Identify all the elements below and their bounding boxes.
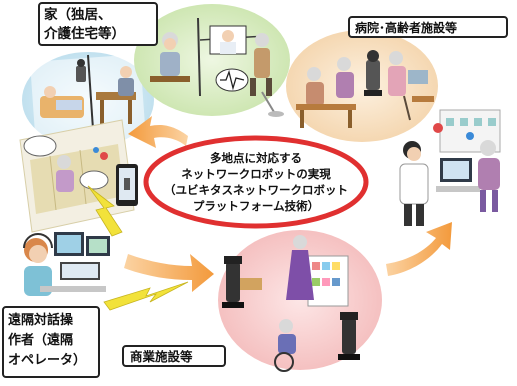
commerce-scene [218, 230, 382, 372]
clinic-scene [399, 109, 501, 226]
center-line2: ネットワークロボットの実現 [181, 167, 331, 181]
center-line4: プラットフォーム技術） [192, 199, 320, 213]
label-remote-line3: オペレータ） [8, 353, 87, 368]
communication-bolts [87, 185, 189, 311]
center-line1: 多地点に対応する [210, 151, 302, 165]
lightning-bolt-lower [103, 281, 189, 311]
label-remote-operator: 遠隔対話操 作者（遠隔 オペレータ） [2, 306, 100, 378]
label-remote-line1: 遠隔対話操 [8, 313, 74, 328]
label-home-line1: 家（独居、 [44, 7, 112, 23]
label-hospital-text: 病院･高齢者施設等 [355, 21, 458, 35]
label-home-line2: 介護住宅等） [44, 26, 125, 42]
label-commerce-text: 商業施設等 [130, 349, 193, 364]
arrow-to-commerce [124, 254, 214, 292]
living-room-scene [134, 4, 290, 117]
flow-arrows [124, 116, 452, 292]
remote-operator-scene [23, 232, 110, 296]
smart-home-scene [19, 119, 138, 233]
center-caption: 多地点に対応する ネットワークロボットの実現 （ユビキタスネットワークロボット … [150, 142, 362, 222]
center-line3: （ユビキタスネットワークロボット [164, 183, 348, 197]
hospital-scene [286, 30, 438, 142]
label-home: 家（独居、 介護住宅等） [38, 2, 158, 46]
label-hospital: 病院･高齢者施設等 [348, 16, 508, 38]
label-commerce: 商業施設等 [122, 345, 226, 367]
arrow-to-home [128, 116, 188, 148]
lightning-bolt-upper [87, 185, 123, 237]
arrow-to-clinic [386, 222, 452, 276]
label-remote-line2: 作者（遠隔 [8, 333, 74, 348]
center-ellipse [143, 135, 369, 229]
